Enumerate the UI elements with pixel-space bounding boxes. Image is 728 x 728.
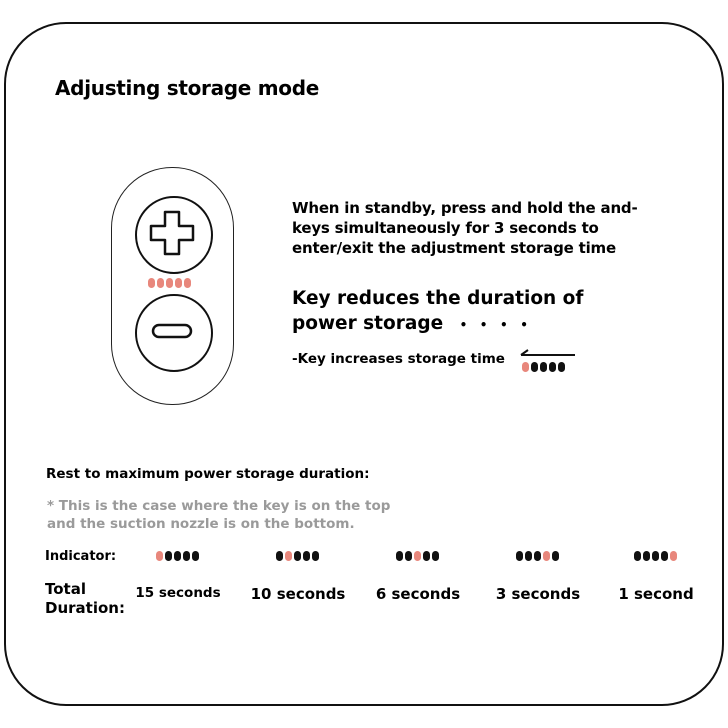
key-reduces-line2: power storage bbox=[292, 313, 444, 334]
note-text: * This is the case where the key is on t… bbox=[47, 497, 390, 533]
indicator-dot bbox=[182, 551, 190, 561]
mode-duration: 10 seconds bbox=[250, 585, 346, 603]
key-reduces-text: Key reduces the duration of power storag… bbox=[292, 286, 583, 338]
remote-indicator-dots bbox=[148, 278, 193, 288]
mode-indicator bbox=[118, 551, 238, 561]
indicator-dot bbox=[651, 551, 659, 561]
indicator-dot bbox=[551, 551, 559, 561]
note-line1: * This is the case where the key is on t… bbox=[47, 498, 391, 514]
indicator-dot bbox=[422, 551, 430, 561]
minus-button bbox=[135, 294, 213, 372]
indicator-dot-active bbox=[284, 551, 292, 561]
total-label-line2: Duration: bbox=[45, 599, 125, 617]
indicator-dot bbox=[533, 551, 541, 561]
mode-indicator bbox=[238, 551, 358, 561]
indicator-dot-active bbox=[413, 551, 421, 561]
indicator-dot-active bbox=[155, 551, 163, 561]
indicator-dot bbox=[191, 551, 199, 561]
mode-indicator bbox=[358, 551, 478, 561]
key-reduces-line1: Key reduces the duration of bbox=[292, 288, 584, 309]
page-title: Adjusting storage mode bbox=[55, 76, 319, 100]
indicator-dot bbox=[395, 551, 403, 561]
mode-duration: 3 seconds bbox=[495, 585, 581, 603]
total-duration-label: Total Duration: bbox=[45, 580, 125, 618]
instructions-text: When in standby, press and hold the and-… bbox=[292, 199, 638, 257]
indicator-label: Indicator: bbox=[45, 549, 117, 564]
indicator-dot bbox=[515, 551, 523, 561]
indicator-dot bbox=[173, 551, 181, 561]
mode-duration: 1 second bbox=[618, 585, 694, 603]
increase-indicator-dots bbox=[522, 362, 567, 372]
mode-indicator bbox=[596, 551, 716, 561]
indicator-dot bbox=[431, 551, 439, 561]
indicator-dot bbox=[642, 551, 650, 561]
indicator-dot bbox=[524, 551, 532, 561]
plus-button bbox=[135, 196, 213, 274]
indicator-dot bbox=[660, 551, 668, 561]
minus-icon bbox=[151, 323, 193, 339]
note-line2: and the suction nozzle is on the bottom. bbox=[47, 516, 355, 532]
indicator-dot-active bbox=[542, 551, 550, 561]
key-increases-text: -Key increases storage time bbox=[292, 351, 505, 367]
reduce-dots: • • • • bbox=[459, 318, 528, 332]
indicator-dot bbox=[164, 551, 172, 561]
indicator-dot bbox=[311, 551, 319, 561]
indicator-dot bbox=[633, 551, 641, 561]
indicator-dot-active bbox=[669, 551, 677, 561]
mode-duration: 6 seconds bbox=[375, 585, 461, 603]
indicator-dot bbox=[302, 551, 310, 561]
arrow-left-icon bbox=[520, 349, 575, 356]
indicator-dot bbox=[275, 551, 283, 561]
total-label-line1: Total bbox=[45, 580, 86, 598]
indicator-dot bbox=[293, 551, 301, 561]
plus-icon bbox=[149, 210, 195, 256]
mode-duration: 15 seconds bbox=[135, 585, 221, 601]
mode-indicator bbox=[478, 551, 598, 561]
indicator-dot bbox=[404, 551, 412, 561]
remote-control bbox=[111, 167, 234, 405]
frame-border bbox=[4, 22, 724, 706]
rest-heading: Rest to maximum power storage duration: bbox=[46, 466, 370, 482]
